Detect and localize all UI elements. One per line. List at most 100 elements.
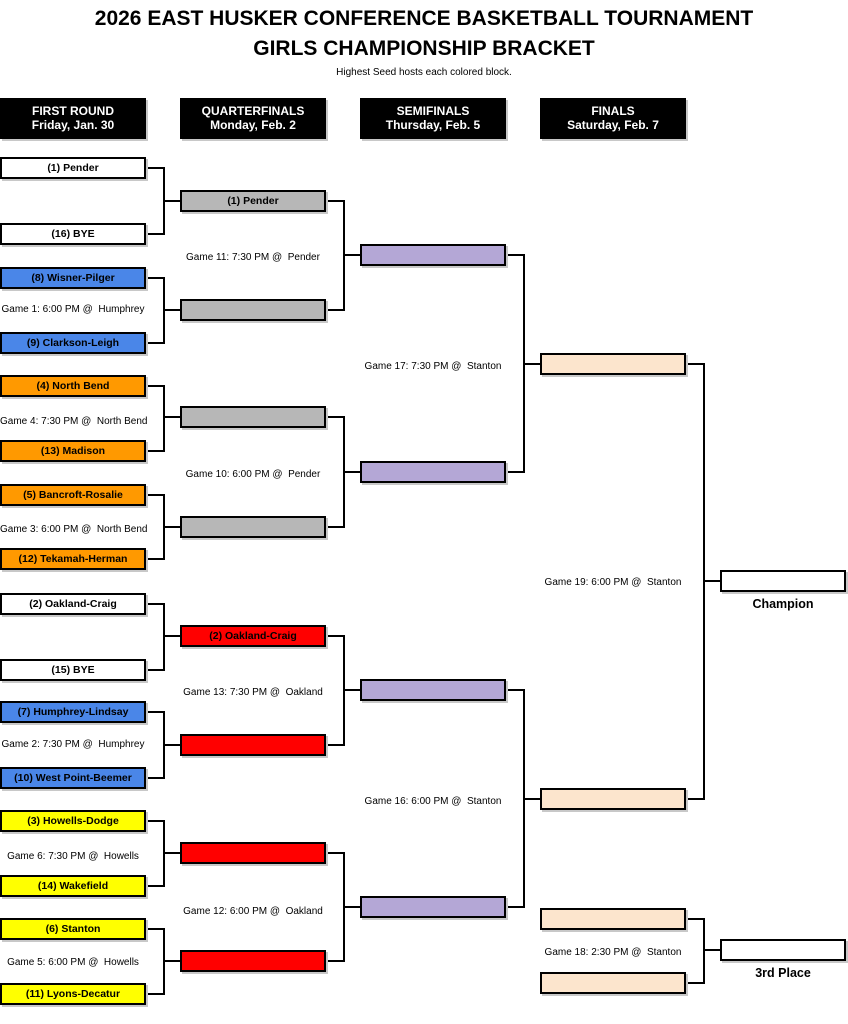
fr-slot-14-wakefield: (14) Wakefield <box>0 875 146 897</box>
game-info-2: Game 2: 7:30 PM @ Humphrey <box>1 739 145 750</box>
connector-line <box>343 906 360 908</box>
connector-line <box>163 852 180 854</box>
fr-slot-3-howells-dodge: (3) Howells-Dodge <box>0 810 146 832</box>
round-header-finals: FINALS Saturday, Feb. 7 <box>540 98 686 139</box>
qf-slot-8 <box>180 950 326 972</box>
game-info-16: Game 16: 6:00 PM @ Stanton <box>364 796 502 807</box>
champion-caption: Champion <box>752 597 814 611</box>
connector-line <box>703 949 720 951</box>
round-date: Friday, Jan. 30 <box>31 118 115 132</box>
fr-slot-11-lyons-decatur: (11) Lyons-Decatur <box>0 983 146 1005</box>
connector-line <box>326 960 343 962</box>
connector-line <box>326 852 343 854</box>
connector-line <box>506 689 523 691</box>
connector-line <box>146 669 163 671</box>
connector-line <box>163 603 165 671</box>
connector-line <box>163 200 180 202</box>
connector-line <box>686 798 703 800</box>
round-name: QUARTERFINALS <box>201 104 305 118</box>
round-header-quarterfinals: QUARTERFINALS Monday, Feb. 2 <box>180 98 326 139</box>
connector-line <box>146 494 163 496</box>
game-info-18: Game 18: 2:30 PM @ Stanton <box>544 947 682 958</box>
connector-line <box>163 385 165 452</box>
sf-slot-1 <box>360 244 506 266</box>
third-place-box <box>720 939 846 961</box>
connector-line <box>146 928 163 930</box>
sf-slot-3 <box>360 679 506 701</box>
qf-slot-5-oakland-craig: (2) Oakland-Craig <box>180 625 326 647</box>
connector-line <box>146 558 163 560</box>
final-slot-2 <box>540 788 686 810</box>
connector-line <box>703 918 705 984</box>
game-info-5: Game 5: 6:00 PM @ Howells <box>7 957 139 968</box>
round-name: SEMIFINALS <box>396 104 470 118</box>
connector-line <box>163 960 180 962</box>
connector-line <box>146 233 163 235</box>
connector-line <box>506 254 523 256</box>
fr-slot-13-madison: (13) Madison <box>0 440 146 462</box>
third-slot-2 <box>540 972 686 994</box>
connector-line <box>506 906 523 908</box>
connector-line <box>523 798 540 800</box>
connector-line <box>163 526 180 528</box>
game-info-17: Game 17: 7:30 PM @ Stanton <box>364 361 502 372</box>
connector-line <box>146 277 163 279</box>
qf-slot-6 <box>180 734 326 756</box>
connector-line <box>326 526 343 528</box>
fr-slot-16-bye: (16) BYE <box>0 223 146 245</box>
game-info-3: Game 3: 6:00 PM @ North Bend <box>0 524 148 535</box>
connector-line <box>326 416 343 418</box>
fr-slot-9-clarkson-leigh: (9) Clarkson-Leigh <box>0 332 146 354</box>
fr-slot-10-west-point-beemer: (10) West Point-Beemer <box>0 767 146 789</box>
round-date: Monday, Feb. 2 <box>210 118 296 132</box>
fr-slot-15-bye: (15) BYE <box>0 659 146 681</box>
connector-line <box>343 689 360 691</box>
game-info-4: Game 4: 7:30 PM @ North Bend <box>0 416 148 427</box>
third-place-caption: 3rd Place <box>755 966 811 980</box>
round-name: FIRST ROUND <box>32 104 114 118</box>
round-date: Thursday, Feb. 5 <box>385 118 481 132</box>
connector-line <box>686 982 703 984</box>
connector-line <box>326 309 343 311</box>
connector-line <box>146 993 163 995</box>
fr-slot-1-pender: (1) Pender <box>0 157 146 179</box>
round-name: FINALS <box>591 104 635 118</box>
connector-line <box>146 603 163 605</box>
connector-line <box>146 342 163 344</box>
connector-line <box>146 885 163 887</box>
connector-line <box>326 200 343 202</box>
connector-line <box>163 309 180 311</box>
connector-line <box>146 777 163 779</box>
connector-line <box>163 416 180 418</box>
qf-slot-7 <box>180 842 326 864</box>
sf-slot-2 <box>360 461 506 483</box>
qf-slot-2 <box>180 299 326 321</box>
fr-slot-6-stanton: (6) Stanton <box>0 918 146 940</box>
qf-slot-3 <box>180 406 326 428</box>
page-subtitle: Highest Seed hosts each colored block. <box>336 67 512 78</box>
connector-line <box>703 580 720 582</box>
fr-slot-4-north-bend: (4) North Bend <box>0 375 146 397</box>
champion-box <box>720 570 846 592</box>
fr-slot-2-oakland-craig: (2) Oakland-Craig <box>0 593 146 615</box>
game-info-13: Game 13: 7:30 PM @ Oakland <box>183 687 323 698</box>
connector-line <box>326 635 343 637</box>
fr-slot-7-humphrey-lindsay: (7) Humphrey-Lindsay <box>0 701 146 723</box>
round-header-first-round: FIRST ROUND Friday, Jan. 30 <box>0 98 146 139</box>
connector-line <box>163 635 180 637</box>
third-slot-1 <box>540 908 686 930</box>
final-slot-1 <box>540 353 686 375</box>
connector-line <box>506 471 523 473</box>
fr-slot-12-tekamah-herman: (12) Tekamah-Herman <box>0 548 146 570</box>
page-title-line2: GIRLS CHAMPIONSHIP BRACKET <box>253 37 595 60</box>
page-title-line1: 2026 EAST HUSKER CONFERENCE BASKETBALL T… <box>94 7 754 30</box>
game-info-10: Game 10: 6:00 PM @ Pender <box>185 469 321 480</box>
qf-slot-4 <box>180 516 326 538</box>
game-info-1: Game 1: 6:00 PM @ Humphrey <box>1 304 145 315</box>
connector-line <box>343 254 360 256</box>
connector-line <box>146 820 163 822</box>
qf-slot-1-pender: (1) Pender <box>180 190 326 212</box>
fr-slot-8-wisner-pilger: (8) Wisner-Pilger <box>0 267 146 289</box>
connector-line <box>146 167 163 169</box>
